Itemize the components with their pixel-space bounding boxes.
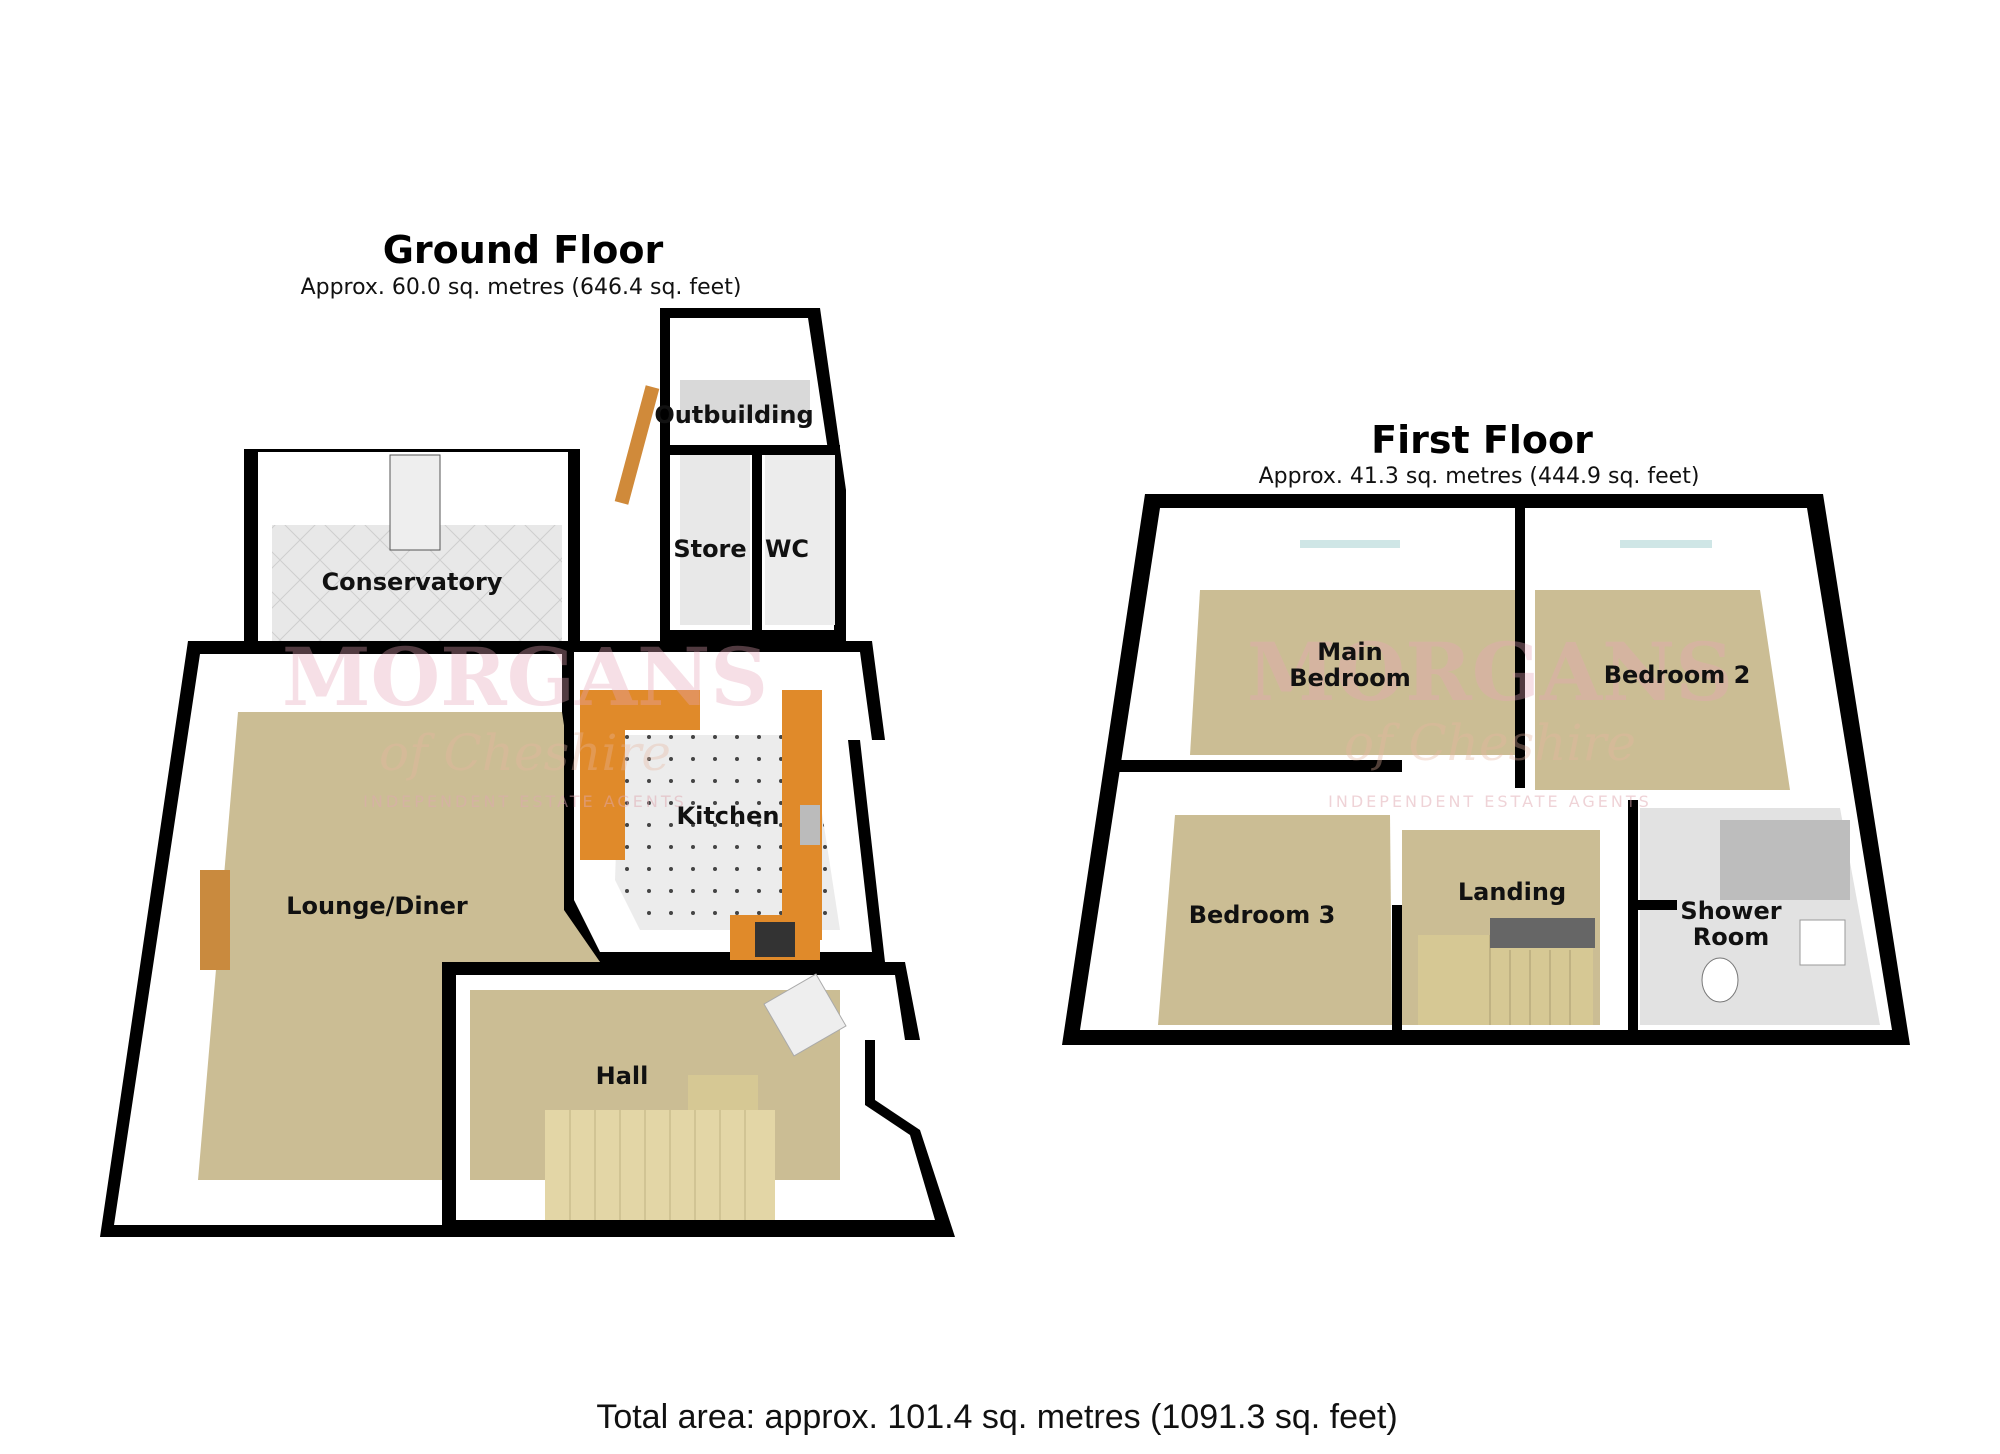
- svg-text:INDEPENDENT ESTATE AGENTS: INDEPENDENT ESTATE AGENTS: [363, 792, 687, 811]
- label-shower-room-line2: Room: [1693, 923, 1769, 951]
- label-bedroom-2: Bedroom 2: [1604, 661, 1751, 689]
- shower-room: [1632, 808, 1880, 1025]
- label-bedroom-3: Bedroom 3: [1189, 901, 1336, 929]
- svg-text:MORGANS: MORGANS: [282, 630, 768, 724]
- sink: [800, 805, 820, 845]
- first-floor-plan: [1062, 494, 1910, 1045]
- label-landing: Landing: [1458, 878, 1566, 906]
- total-area: Total area: approx. 101.4 sq. metres (10…: [596, 1398, 1397, 1436]
- outbuilding-room: [614, 308, 846, 641]
- svg-text:of Cheshire: of Cheshire: [1344, 714, 1636, 772]
- first-floor-title: First Floor: [1371, 418, 1593, 462]
- conservatory-room: [244, 449, 580, 647]
- door: [763, 973, 847, 1057]
- label-kitchen: Kitchen: [677, 802, 780, 830]
- landing-room: [1402, 830, 1600, 1025]
- staircase: [545, 1075, 775, 1220]
- shower-enclosure: [1720, 820, 1850, 900]
- label-wc: WC: [765, 535, 809, 563]
- kitchen-room: [564, 641, 885, 962]
- label-store: Store: [673, 535, 746, 563]
- watermark-logo: MORGANS of Cheshire INDEPENDENT ESTATE A…: [282, 625, 1733, 811]
- ground-floor-title: Ground Floor: [383, 228, 664, 272]
- hall-room: [442, 962, 955, 1237]
- label-main-bedroom-line1: Main: [1317, 638, 1382, 666]
- bedroom-2-room: [1535, 590, 1790, 790]
- label-conservatory: Conservatory: [322, 568, 503, 596]
- staircase: [1418, 918, 1595, 1025]
- label-lounge-diner: Lounge/Diner: [286, 892, 468, 920]
- svg-text:MORGANS: MORGANS: [1247, 625, 1733, 719]
- label-outbuilding: Outbuilding: [654, 401, 813, 429]
- label-main-bedroom-line2: Bedroom: [1289, 664, 1411, 692]
- toilet: [1701, 957, 1739, 1003]
- bedroom-3-room: [1158, 815, 1392, 1025]
- conservatory-door: [389, 454, 441, 551]
- basin: [1799, 919, 1846, 966]
- hob: [755, 922, 795, 957]
- svg-text:INDEPENDENT ESTATE AGENTS: INDEPENDENT ESTATE AGENTS: [1328, 792, 1652, 811]
- fireplace: [200, 870, 230, 970]
- svg-text:of Cheshire: of Cheshire: [379, 724, 671, 782]
- label-hall: Hall: [596, 1062, 649, 1090]
- ground-floor-area: Approx. 60.0 sq. metres (646.4 sq. feet): [301, 275, 742, 300]
- label-shower-room-line1: Shower: [1680, 897, 1781, 925]
- door: [614, 385, 660, 505]
- ground-floor-plan: [100, 308, 955, 1237]
- first-floor-area: Approx. 41.3 sq. metres (444.9 sq. feet): [1259, 464, 1700, 489]
- main-bedroom-room: [1190, 590, 1515, 755]
